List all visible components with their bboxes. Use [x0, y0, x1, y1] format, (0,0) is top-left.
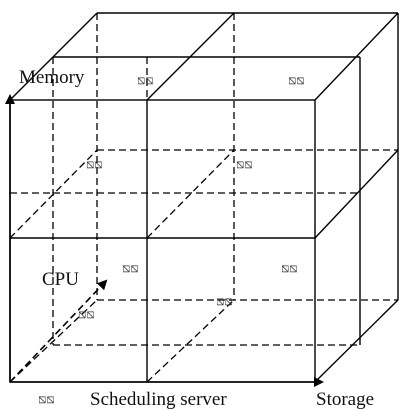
- hidden-edges: [9, 13, 398, 383]
- front-face: [9, 99, 316, 383]
- axes: [4, 94, 324, 387]
- node-icons: ⧅⧅ ⧅⧅ ⧅⧅ ⧅⧅ ⧅⧅ ⧅⧅ ⧅⧅ ⧅⧅ ⧅⧅: [38, 73, 305, 407]
- cpu-axis: [9, 279, 108, 383]
- node-icon: ⧅⧅: [78, 307, 95, 322]
- right-face: [314, 13, 399, 383]
- node-icon: ⧅⧅: [137, 73, 154, 88]
- node-icon: ⧅⧅: [236, 157, 253, 172]
- top-face: [9, 12, 399, 101]
- node-icon: ⧅⧅: [86, 157, 103, 172]
- node-icon: ⧅⧅: [288, 73, 305, 88]
- node-icon: ⧅⧅: [122, 261, 139, 276]
- cpu-label: CPU: [42, 269, 79, 290]
- storage-label: Storage: [316, 389, 374, 410]
- legend-node-icon: ⧅⧅: [38, 392, 55, 407]
- node-icon: ⧅⧅: [216, 294, 233, 309]
- memory-label: Memory: [19, 67, 85, 88]
- node-icon: ⧅⧅: [281, 261, 298, 276]
- scheduling-server-label: Scheduling server: [90, 389, 227, 410]
